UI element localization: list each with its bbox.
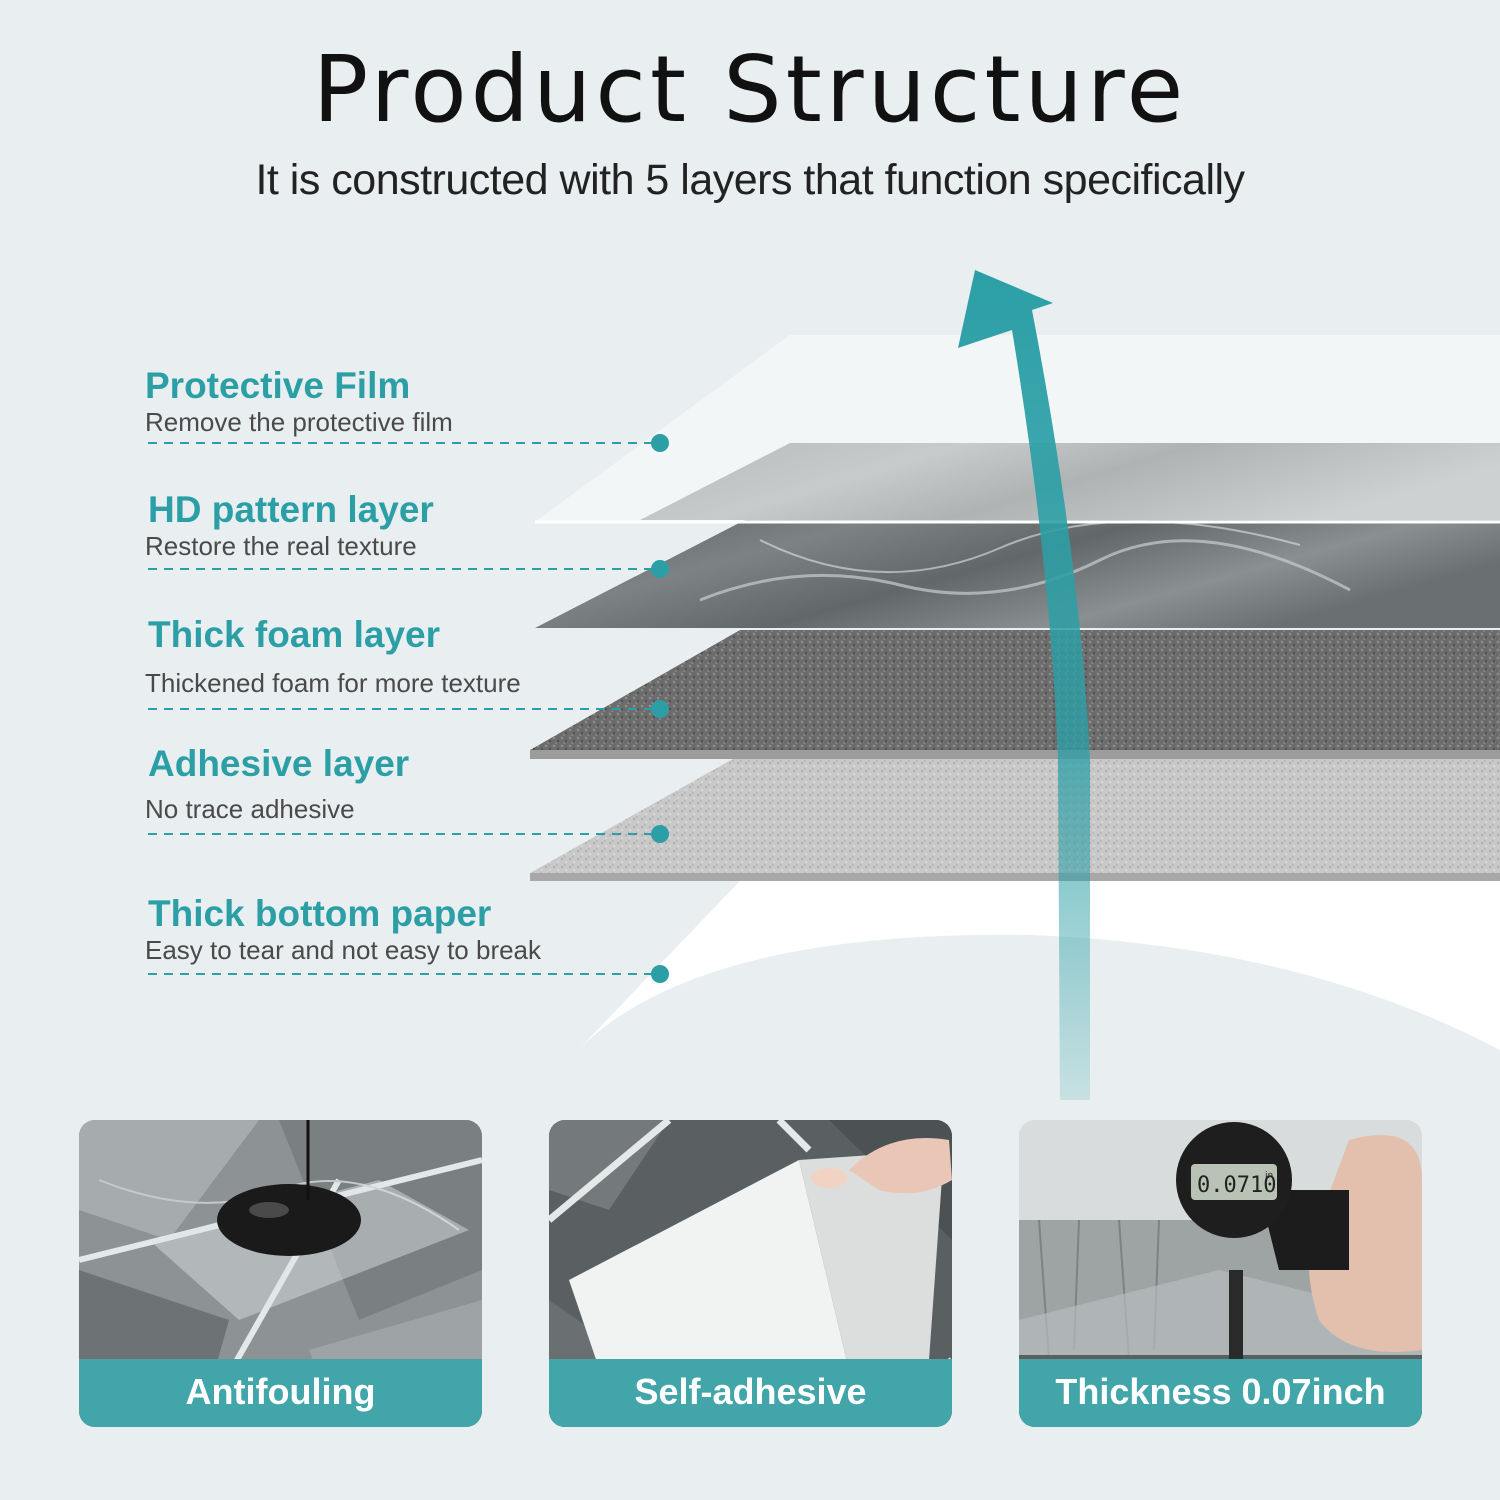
- layer-stack-illustration: [148, 270, 1500, 1100]
- layer-description: Thickened foam for more texture: [145, 668, 521, 698]
- gauge-reading: 0.0710: [1197, 1173, 1276, 1198]
- gauge-unit: in: [1265, 1171, 1273, 1181]
- bottom-paper-sheet: [580, 860, 1500, 1050]
- leader-dot: [651, 560, 669, 578]
- feature-label: Thickness 0.07inch: [1019, 1359, 1422, 1427]
- leader-dot: [651, 965, 669, 983]
- layer-label-bottom-paper: Thick bottom paper Easy to tear and not …: [145, 893, 542, 966]
- layer-label-adhesive: Adhesive layer No trace adhesive: [145, 743, 410, 825]
- layer-label-protective-film: Protective Film Remove the protective fi…: [145, 365, 453, 438]
- page-title: Product Structure: [312, 36, 1188, 143]
- arrow-icon: [958, 270, 1090, 1100]
- feature-label: Antifouling: [79, 1359, 482, 1427]
- pattern-sheet: [535, 520, 1500, 628]
- leader-dot: [651, 825, 669, 843]
- feature-label: Self-adhesive: [549, 1359, 952, 1427]
- layer-name: Protective Film: [145, 365, 411, 406]
- layer-description: Remove the protective film: [145, 407, 453, 437]
- protective-film-sheet: [535, 335, 1500, 522]
- layer-name: HD pattern layer: [148, 489, 434, 530]
- layer-label-hd-pattern: HD pattern layer Restore the real textur…: [145, 489, 434, 562]
- leader-dot: [651, 434, 669, 452]
- feature-card-thickness: 0.0710 in Thickness 0.07inch: [1019, 1120, 1422, 1427]
- leader-dot: [651, 700, 669, 718]
- layer-label-thick-foam: Thick foam layer Thickened foam for more…: [145, 614, 521, 699]
- layer-description: Easy to tear and not easy to break: [145, 935, 542, 965]
- layer-name: Thick bottom paper: [148, 893, 492, 934]
- foam-sheet: [530, 630, 1500, 750]
- feature-card-antifouling: Antifouling: [79, 1120, 482, 1427]
- layer-description: Restore the real texture: [145, 531, 417, 561]
- ink-blob-icon: [217, 1184, 361, 1256]
- layer-name: Thick foam layer: [148, 614, 441, 655]
- page-subtitle: It is constructed with 5 layers that fun…: [255, 156, 1245, 204]
- feature-card-self-adhesive: Self-adhesive: [549, 1120, 952, 1427]
- layer-name: Adhesive layer: [148, 743, 410, 784]
- adhesive-sheet: [530, 755, 1500, 873]
- layer-description: No trace adhesive: [145, 794, 355, 824]
